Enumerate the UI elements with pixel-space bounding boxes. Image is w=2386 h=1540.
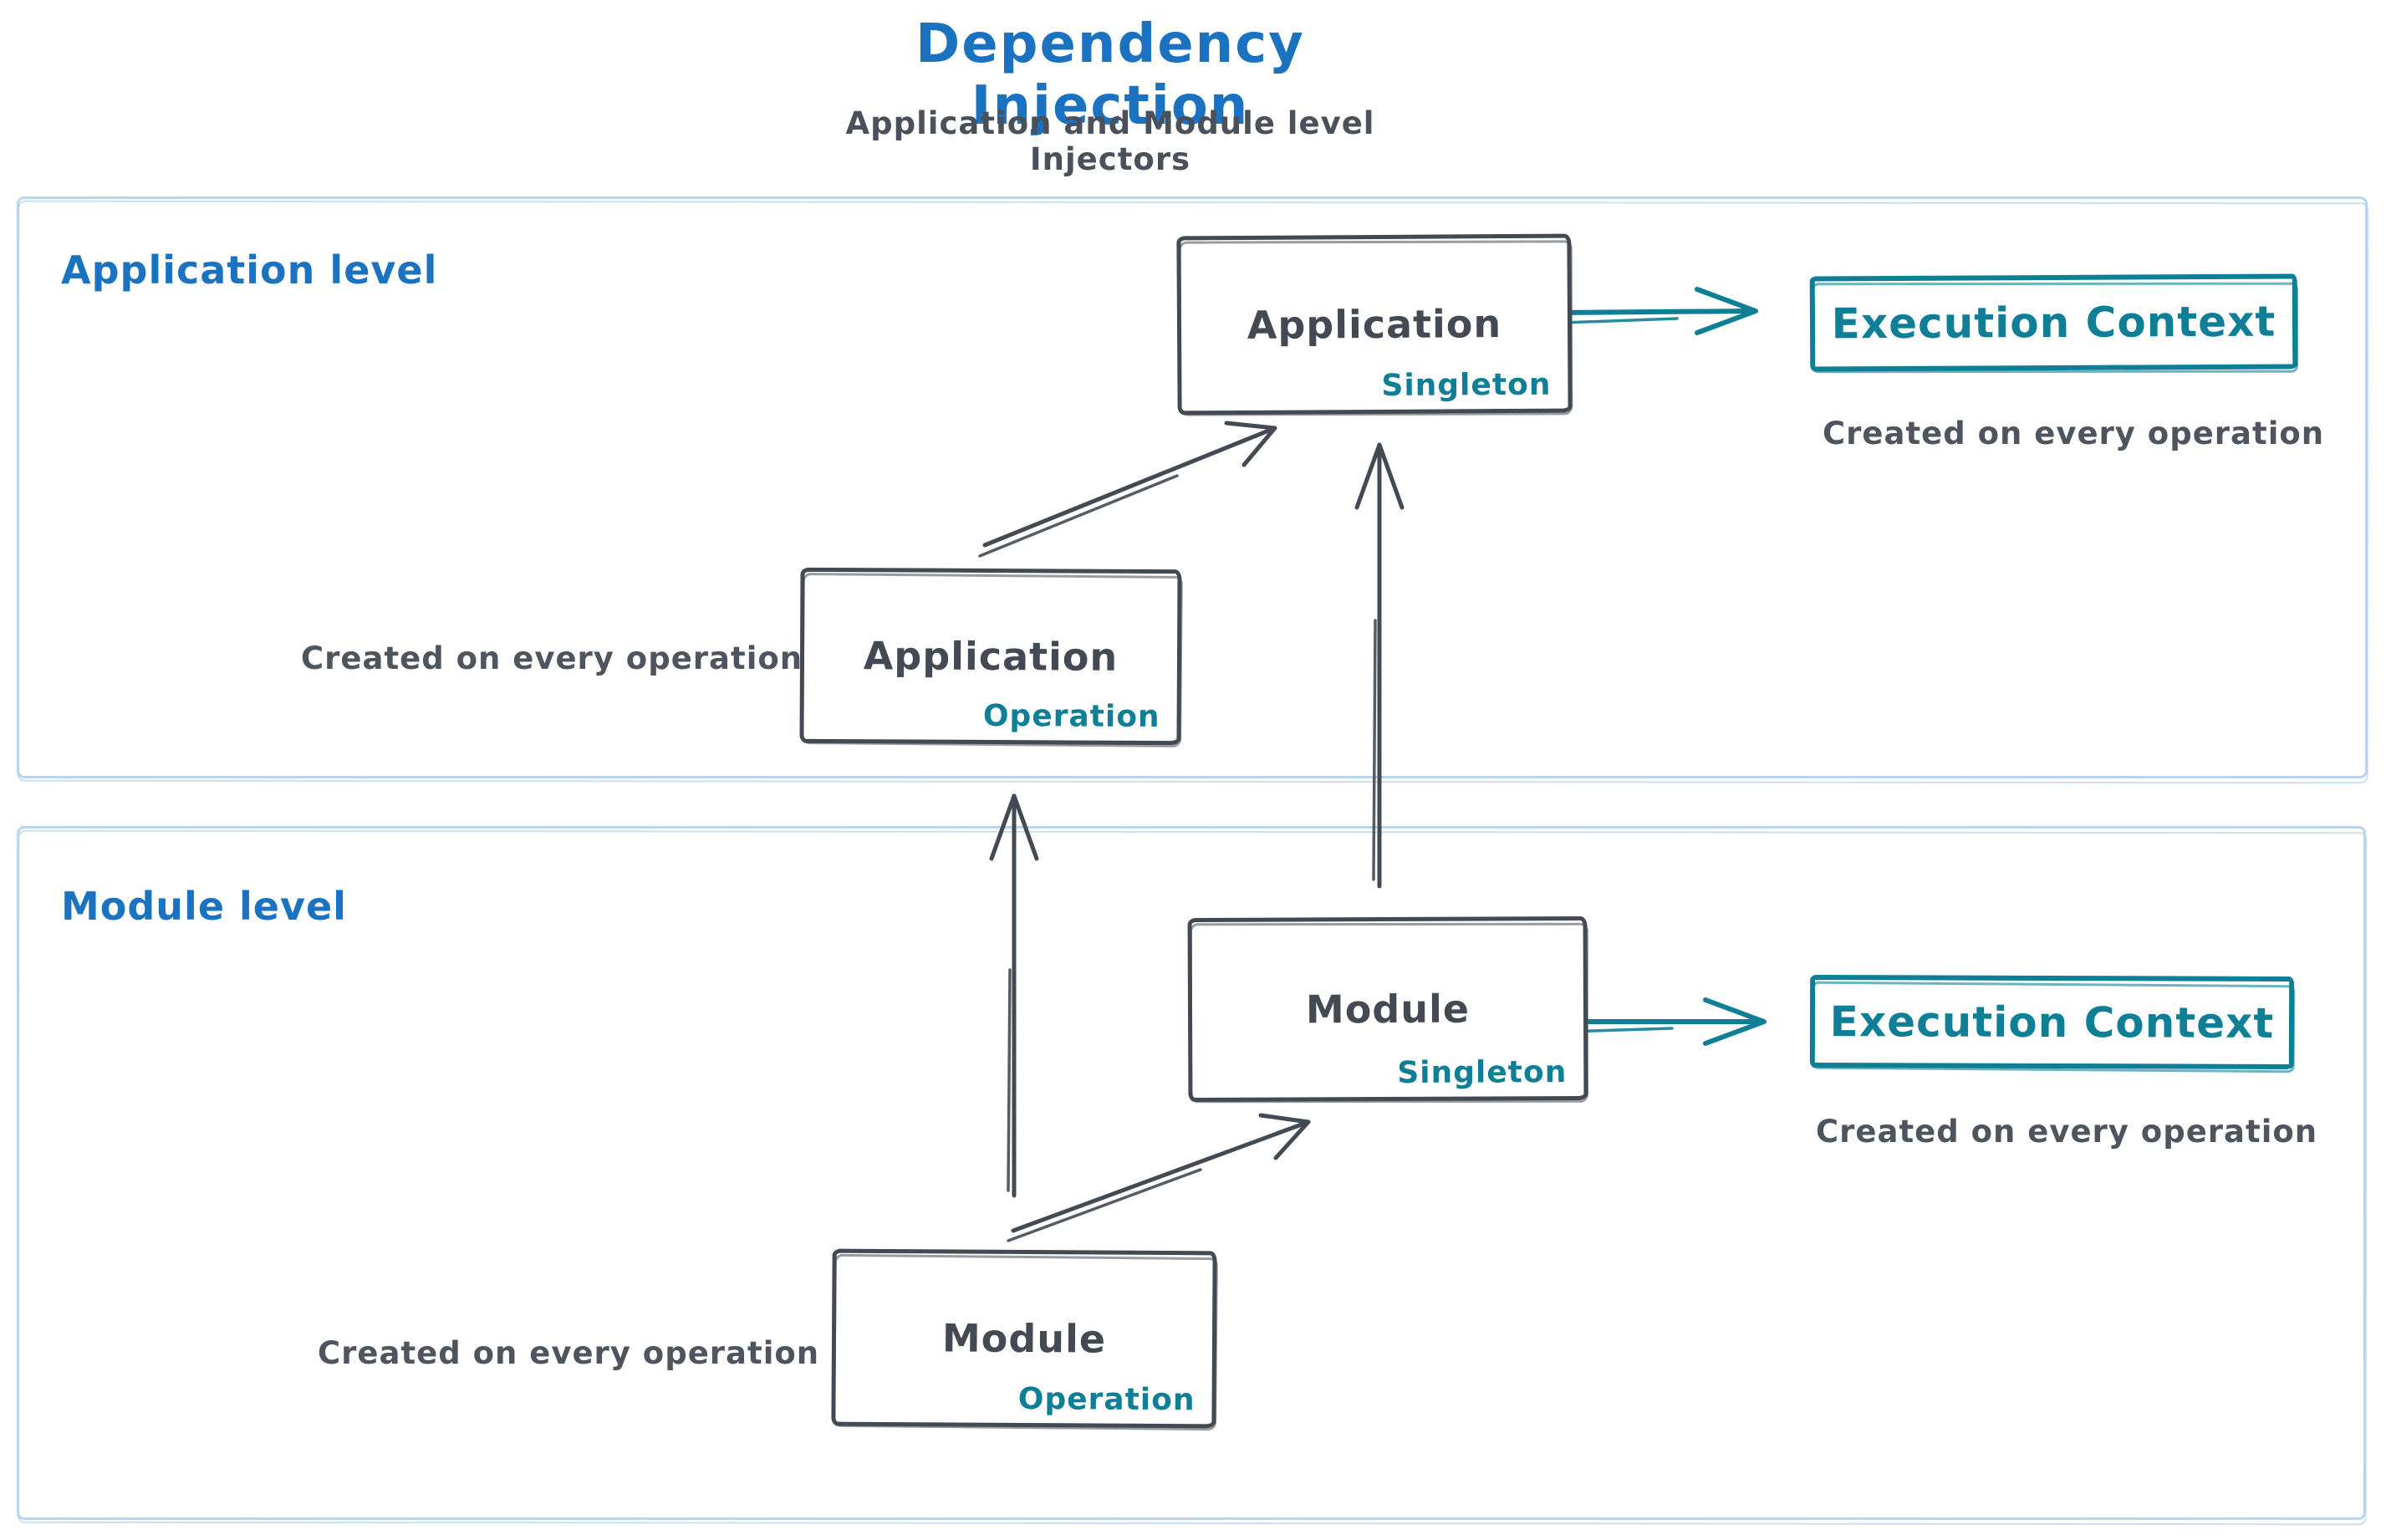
node-execution-context-module: Execution Context <box>1809 974 2295 1070</box>
node-title: Module <box>1305 986 1471 1033</box>
node-badge-operation: Operation <box>982 698 1160 735</box>
node-module-operation: Module Operation <box>831 1248 1217 1429</box>
diagram-subtitle: Application and Module level Injectors <box>845 105 1375 177</box>
application-level-label: Application level <box>61 247 438 293</box>
node-application-operation: Application Operation <box>799 567 1182 746</box>
node-title: Application <box>863 633 1119 680</box>
caption-app-operation: Created on every operation <box>301 640 803 676</box>
caption-module-execution-context: Created on every operation <box>1816 1114 2318 1150</box>
node-application-singleton: Application Singleton <box>1176 233 1573 416</box>
execution-context-label: Execution Context <box>1829 997 2275 1048</box>
caption-app-execution-context: Created on every operation <box>1823 416 2325 451</box>
node-module-singleton: Module Singleton <box>1187 915 1588 1103</box>
diagram-title: Dependency Injection <box>915 13 1305 137</box>
node-badge-singleton: Singleton <box>1381 367 1552 403</box>
section-module-level: Module level <box>17 826 2366 1520</box>
section-application-level: Application level <box>17 196 2368 778</box>
module-level-label: Module level <box>61 884 347 929</box>
caption-module-operation: Created on every operation <box>318 1335 820 1371</box>
node-title: Module <box>941 1315 1107 1362</box>
node-execution-context-application: Execution Context <box>1809 273 2298 372</box>
node-title: Application <box>1247 301 1502 348</box>
node-badge-singleton: Singleton <box>1397 1055 1568 1090</box>
execution-context-label: Execution Context <box>1831 297 2276 349</box>
node-badge-operation: Operation <box>1017 1381 1196 1418</box>
